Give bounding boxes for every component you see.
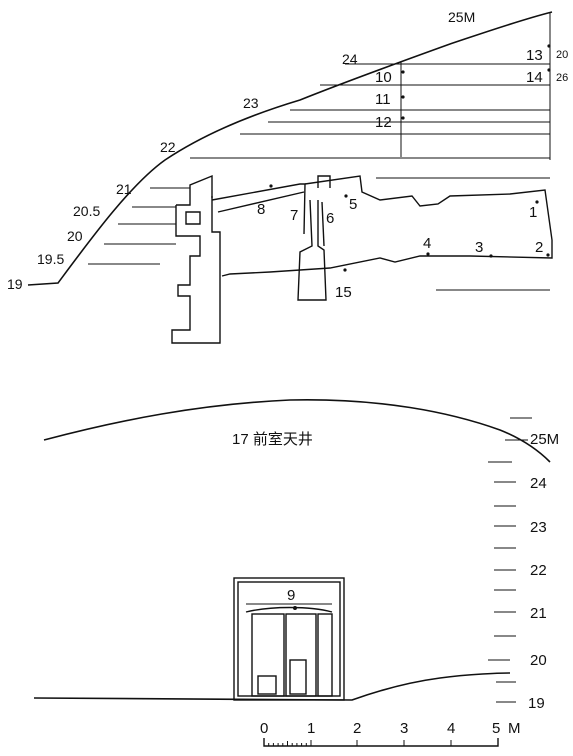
point-label-7: 7 [290, 207, 298, 224]
elevation-labels: 25M 24 23 22 21 20 19 [528, 431, 559, 712]
scale-label-2: 2 [353, 720, 361, 737]
ground-line [33, 672, 511, 701]
tomb-walls [171, 174, 553, 344]
contour-label-19: 19 [7, 276, 23, 292]
point-label-14: 14 [526, 69, 543, 86]
point-label-8: 8 [257, 201, 265, 218]
survey-points [269, 44, 551, 272]
mound-profile-upper [27, 11, 553, 286]
caption-ceiling: 17 前室天井 [232, 431, 313, 448]
point-label-5: 5 [349, 196, 357, 213]
scale-label-5: 5 [492, 720, 500, 737]
point-label-6: 6 [326, 210, 334, 227]
point-label-3: 3 [475, 239, 483, 256]
scale-label-3: 3 [400, 720, 408, 737]
side-value-26: 26 [556, 72, 568, 84]
elevation-label-25m: 25M [530, 431, 559, 448]
elevation-label-24: 24 [530, 475, 547, 492]
scale-label-4: 4 [447, 720, 455, 737]
point-label-9: 9 [287, 587, 295, 604]
contour-label-24: 24 [342, 51, 358, 67]
point-label-10: 10 [375, 69, 392, 86]
elevation-label-19: 19 [528, 695, 545, 712]
contour-labels: 25M 24 23 22 21 20.5 20 19.5 19 [7, 9, 475, 292]
scale-label-0: 0 [260, 720, 268, 737]
contour-label-21: 21 [116, 181, 132, 197]
point-label-11: 11 [375, 91, 391, 108]
contour-label-19-5: 19.5 [37, 251, 64, 267]
entrance-elevation: 9 [233, 577, 345, 701]
elevation-label-22: 22 [530, 562, 547, 579]
point-label-12: 12 [375, 114, 392, 131]
point-label-13: 13 [526, 47, 543, 64]
contour-label-20-5: 20.5 [73, 203, 100, 219]
side-values: 20 26 [556, 49, 568, 84]
scale-unit: M [508, 720, 521, 737]
point-label-4: 4 [423, 235, 431, 252]
contour-label-25m: 25M [448, 9, 475, 25]
elevation-ticks [488, 417, 532, 703]
point-labels: 1 2 3 4 5 6 7 8 10 11 12 13 14 15 [257, 47, 543, 301]
elevation-label-21: 21 [530, 605, 547, 622]
contour-label-20: 20 [67, 228, 83, 244]
contour-hatching [88, 63, 550, 291]
mound-profile-lower [43, 399, 551, 463]
scale-bar: 0 1 2 3 4 5 M [260, 720, 521, 747]
contour-label-23: 23 [243, 95, 259, 111]
scale-label-1: 1 [307, 720, 315, 737]
upper-section: 25M 24 23 22 21 20.5 20 19.5 19 1 2 3 4 … [7, 9, 568, 344]
elevation-label-23: 23 [530, 519, 547, 536]
point-label-1: 1 [529, 204, 537, 221]
point-label-2: 2 [535, 239, 543, 256]
point-label-15: 15 [335, 284, 352, 301]
side-value-20: 20 [556, 49, 568, 61]
lower-section: 25M 24 23 22 21 20 19 17 前室天井 9 [33, 399, 559, 747]
contour-label-22: 22 [160, 139, 176, 155]
elevation-label-20: 20 [530, 652, 547, 669]
